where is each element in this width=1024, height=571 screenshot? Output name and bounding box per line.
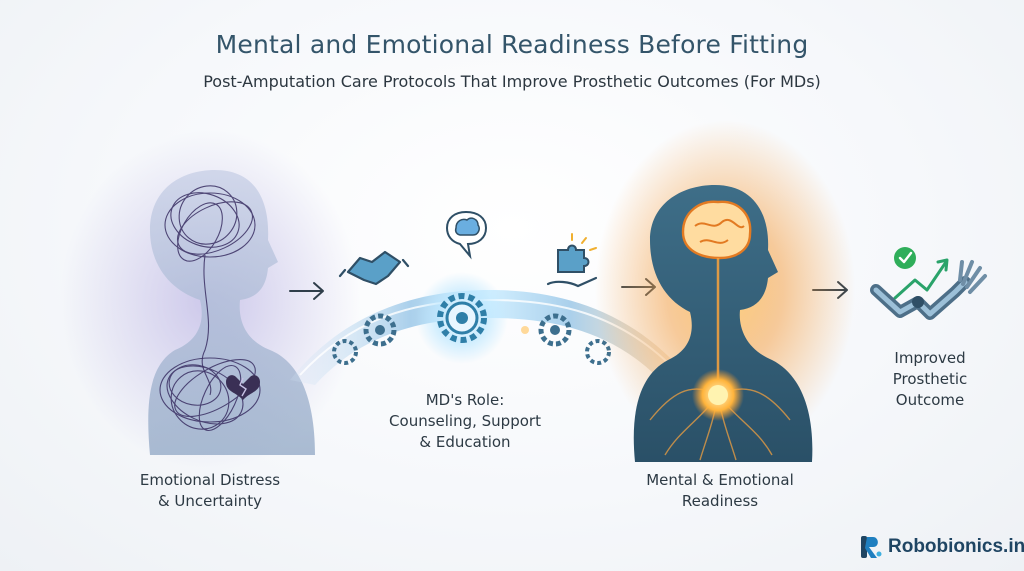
arrow-right-icon [289, 282, 324, 300]
gear-icon [538, 313, 572, 347]
distressed-figure [60, 130, 360, 470]
label-line: Emotional Distress [139, 471, 281, 489]
brand-name: Robobionics.in [888, 536, 1024, 557]
label-line: Mental & Emotional [646, 471, 794, 489]
glowing-brain-icon [681, 200, 752, 260]
prosthetic-arm-icon [870, 260, 987, 320]
label-line: Readiness [681, 492, 759, 510]
label-line: MD's Role: [425, 391, 505, 409]
checkmark-icon [894, 247, 916, 269]
puzzle-hand-icon [546, 233, 598, 288]
label-line: & Education [419, 433, 511, 451]
gear-icon [363, 313, 397, 347]
stage-label-readiness: Mental & Emotional Readiness [620, 470, 820, 512]
page-title: Mental and Emotional Readiness Before Fi… [215, 30, 809, 59]
stage-label-outcome: Improved Prosthetic Outcome [870, 348, 990, 411]
ready-figure [595, 120, 855, 462]
gear-icon [437, 293, 487, 343]
gear-icon [332, 339, 358, 365]
brain-chat-icon [445, 210, 488, 260]
label-line: Prosthetic [892, 370, 968, 388]
label-line: Outcome [895, 391, 965, 409]
page-subtitle: Post-Amputation Care Protocols That Impr… [203, 72, 821, 91]
label-line: Improved [894, 349, 966, 367]
robobionics-logo-icon [861, 536, 882, 558]
stage-label-md-role: MD's Role: Counseling, Support & Educati… [360, 390, 570, 453]
trend-arrow-icon [893, 258, 949, 300]
broken-heart-icon [226, 375, 260, 400]
label-line: Counseling, Support [389, 412, 541, 430]
stage-label-distress: Emotional Distress & Uncertainty [110, 470, 310, 512]
label-line: & Uncertainty [157, 492, 263, 510]
brand-logo[interactable]: Robobionics.in [858, 533, 1024, 561]
outcome-graphic [870, 247, 987, 320]
handshake-icon [338, 250, 410, 286]
